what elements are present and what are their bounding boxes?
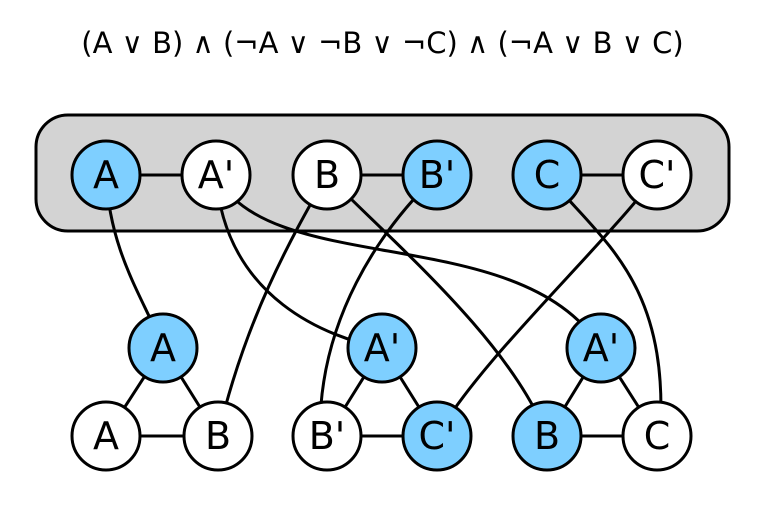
node-label: B — [205, 414, 231, 458]
node-circle — [182, 400, 254, 472]
node-label: A' — [583, 326, 619, 370]
clause-node-c1l: A — [70, 400, 142, 472]
node-label: C — [534, 153, 561, 197]
clause-node-c3r: C — [621, 400, 693, 472]
node-label: A — [150, 326, 176, 370]
variable-node-vB: B — [291, 139, 363, 211]
clause-node-c1t: A — [127, 312, 199, 384]
node-circle — [511, 400, 583, 472]
variable-node-vC: C — [511, 139, 583, 211]
node-circle — [291, 400, 363, 472]
clause-node-c2t: A' — [346, 312, 418, 384]
node-label: C' — [639, 153, 676, 197]
node-label: C — [644, 414, 671, 458]
node-label: C' — [419, 414, 456, 458]
clause-node-c1r: B — [182, 400, 254, 472]
variable-node-vA2: A' — [180, 139, 252, 211]
variable-node-vA: A — [70, 139, 142, 211]
node-circle — [346, 312, 418, 384]
boolean-formula: (A ∨ B) ∧ (¬A ∨ ¬B ∨ ¬C) ∧ (¬A ∨ B ∨ C) — [81, 26, 684, 60]
node-label: B' — [309, 414, 346, 458]
clause-node-c2r: C' — [401, 400, 473, 472]
node-circle — [291, 139, 363, 211]
edge-var-c2-to-clause2 — [435, 174, 659, 437]
node-circle — [621, 400, 693, 472]
node-circle — [180, 139, 252, 211]
node-circle — [621, 139, 693, 211]
node-label: A' — [198, 153, 234, 197]
node-circle — [401, 139, 473, 211]
variable-node-vB2: B' — [401, 139, 473, 211]
edge-var-a2-to-clause3 — [214, 174, 603, 349]
node-label: B — [534, 414, 560, 458]
node-circle — [511, 139, 583, 211]
node-circle — [565, 312, 637, 384]
node-label: B' — [419, 153, 456, 197]
clause-node-c2l: B' — [291, 400, 363, 472]
node-circle — [127, 312, 199, 384]
node-circle — [70, 139, 142, 211]
node-label: B — [314, 153, 340, 197]
node-circle — [401, 400, 473, 472]
edge-var-b-to-clause3 — [325, 173, 549, 437]
clause-node-c3l: B — [511, 400, 583, 472]
node-label: A — [93, 414, 119, 458]
node-label: A — [93, 153, 119, 197]
node-circle — [70, 400, 142, 472]
variable-node-vC2: C' — [621, 139, 693, 211]
clause-node-c3t: A' — [565, 312, 637, 384]
node-label: A' — [364, 326, 400, 370]
